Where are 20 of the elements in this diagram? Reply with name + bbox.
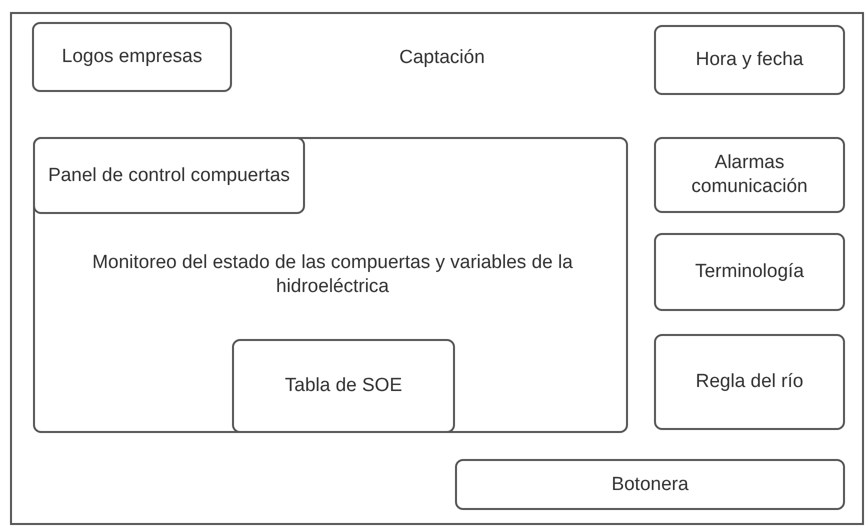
placeholder-box — [232, 339, 455, 433]
section-title: Monitoreo del estado de las compuertas y variables de la hidroeléctrica — [91, 251, 574, 299]
box-label: Terminología — [695, 260, 804, 284]
placeholder-box — [654, 137, 845, 213]
placeholder-box — [654, 25, 845, 95]
placeholder-box — [32, 22, 232, 92]
box-label: Tabla de SOE — [284, 374, 402, 398]
placeholder-box — [654, 233, 845, 311]
box-label: Botonera — [611, 472, 689, 496]
screen-frame — [10, 12, 864, 525]
box-label: Logos empresas — [62, 45, 202, 69]
content-panel — [33, 137, 628, 433]
section-title: Captación — [398, 46, 486, 70]
box-label: Hora y fecha — [696, 48, 804, 72]
box-label: Regla del río — [696, 370, 804, 394]
placeholder-box — [33, 137, 305, 214]
box-label: Alarmas comunicación — [690, 151, 809, 199]
placeholder-box — [455, 459, 845, 510]
box-label: Panel de control compuertas — [48, 164, 290, 188]
placeholder-box — [654, 334, 845, 430]
